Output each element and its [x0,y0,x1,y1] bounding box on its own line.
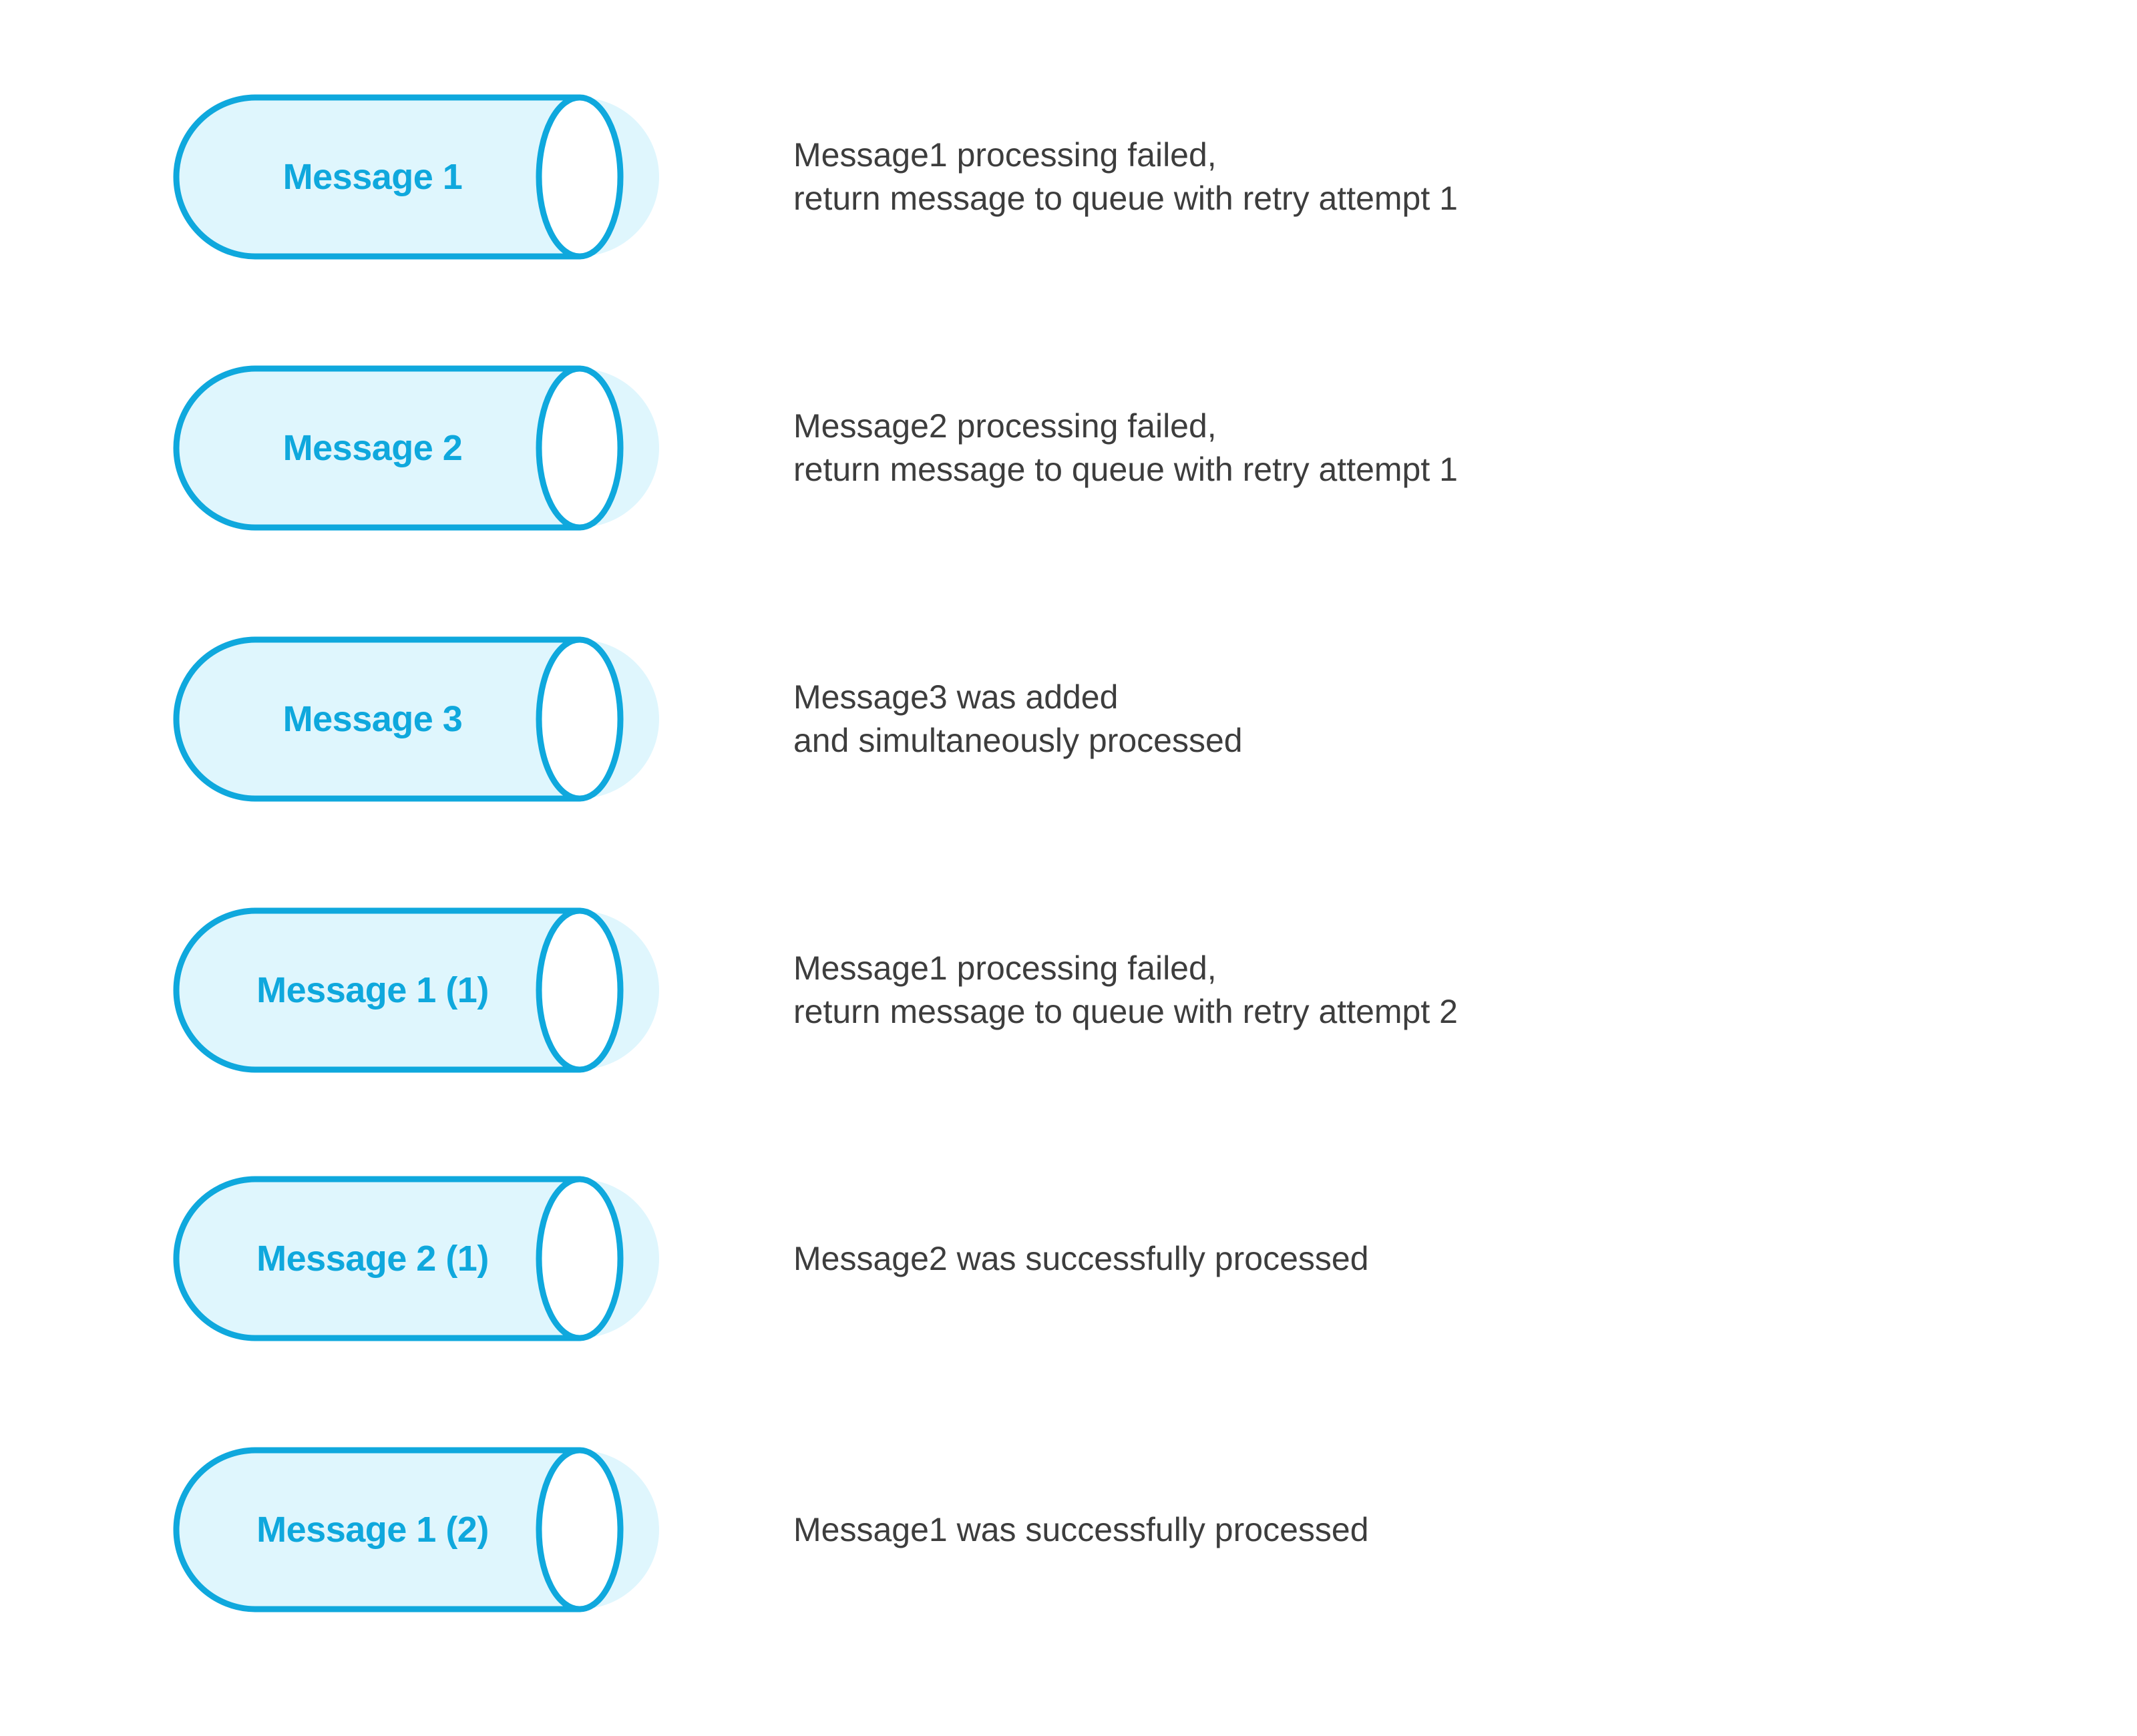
message-cylinder[interactable]: Message 1 [172,93,660,260]
message-cylinder[interactable]: Message 2 (1) [172,1175,660,1342]
description-line: Message1 processing failed, [793,949,1217,987]
step-description: Message1 processing failed, return messa… [793,93,1995,260]
step-description: Message1 processing failed, return messa… [793,907,1995,1074]
cylinder-shape-icon [173,1447,659,1612]
queue-step-row: Message 3 Message3 was added and simulta… [0,636,2137,803]
description-line: return message to queue with retry attem… [793,180,1458,217]
step-description: Message2 was successfully processed [793,1175,1995,1342]
description-line: return message to queue with retry attem… [793,993,1458,1030]
description-line: Message2 processing failed, [793,407,1217,445]
cylinder-shape-icon [173,907,659,1073]
description-line: Message3 was added [793,678,1119,716]
message-cylinder[interactable]: Message 1 (2) [172,1446,660,1613]
step-description: Message3 was added and simultaneously pr… [793,636,1995,803]
step-description: Message2 processing failed, return messa… [793,365,1995,531]
message-cylinder[interactable]: Message 3 [172,636,660,803]
queue-step-row: Message 2 Message2 processing failed, re… [0,365,2137,531]
message-cylinder[interactable]: Message 1 (1) [172,907,660,1074]
queue-step-row: Message 1 (1) Message1 processing failed… [0,907,2137,1074]
description-line: Message2 was successfully processed [793,1239,1369,1277]
queue-step-row: Message 2 (1) Message2 was successfully … [0,1175,2137,1342]
description-line: return message to queue with retry attem… [793,451,1458,488]
queue-step-row: Message 1 (2) Message1 was successfully … [0,1446,2137,1613]
description-line: Message1 processing failed, [793,136,1217,174]
cylinder-shape-icon [173,94,659,260]
message-cylinder[interactable]: Message 2 [172,365,660,531]
description-line: and simultaneously processed [793,722,1243,759]
description-line: Message1 was successfully processed [793,1510,1369,1548]
queue-step-row: Message 1 Message1 processing failed, re… [0,93,2137,260]
step-description: Message1 was successfully processed [793,1446,1995,1613]
cylinder-shape-icon [173,636,659,802]
cylinder-shape-icon [173,365,659,531]
cylinder-shape-icon [173,1176,659,1341]
